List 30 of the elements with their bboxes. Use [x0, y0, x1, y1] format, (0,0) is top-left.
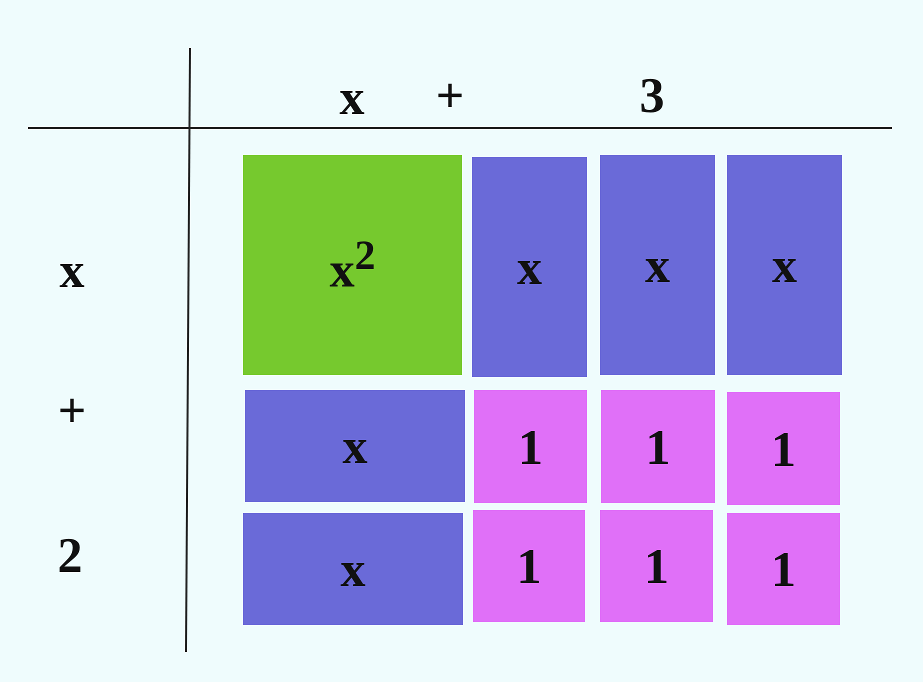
- x-tile: [727, 155, 842, 375]
- row-factor-label: +: [58, 385, 86, 435]
- tile-label: 1: [518, 422, 543, 472]
- unit-tile: [600, 510, 713, 622]
- x-squared-tile: [243, 155, 462, 375]
- column-factor-label: x: [340, 72, 364, 122]
- column-factor-label: 3: [640, 70, 664, 120]
- unit-tile: [727, 392, 840, 505]
- column-factor-label: +: [436, 70, 464, 120]
- tile-label: 1: [516, 541, 542, 591]
- unit-tile: [601, 390, 715, 503]
- tile-label: 1: [644, 541, 669, 591]
- tile-label: x: [340, 544, 366, 594]
- tile-label: 1: [646, 422, 670, 472]
- unit-tile: [473, 510, 585, 622]
- tile-label: x: [517, 242, 542, 292]
- tile-label: 1: [771, 424, 796, 474]
- x-tile: [243, 513, 463, 625]
- unit-tile: [727, 513, 840, 625]
- tile-label: x: [342, 421, 368, 471]
- unit-tile: [474, 390, 587, 503]
- row-factor-label: 2: [58, 530, 82, 580]
- tile-label: 1: [771, 544, 796, 594]
- tile-label: x: [645, 240, 670, 290]
- x-tile: [600, 155, 715, 375]
- tile-label: x: [772, 240, 797, 290]
- tile-label: x$^{2}$: [330, 236, 376, 294]
- x-tile: [245, 390, 465, 502]
- x-tile: [472, 157, 587, 377]
- row-factor-label: x: [60, 245, 84, 295]
